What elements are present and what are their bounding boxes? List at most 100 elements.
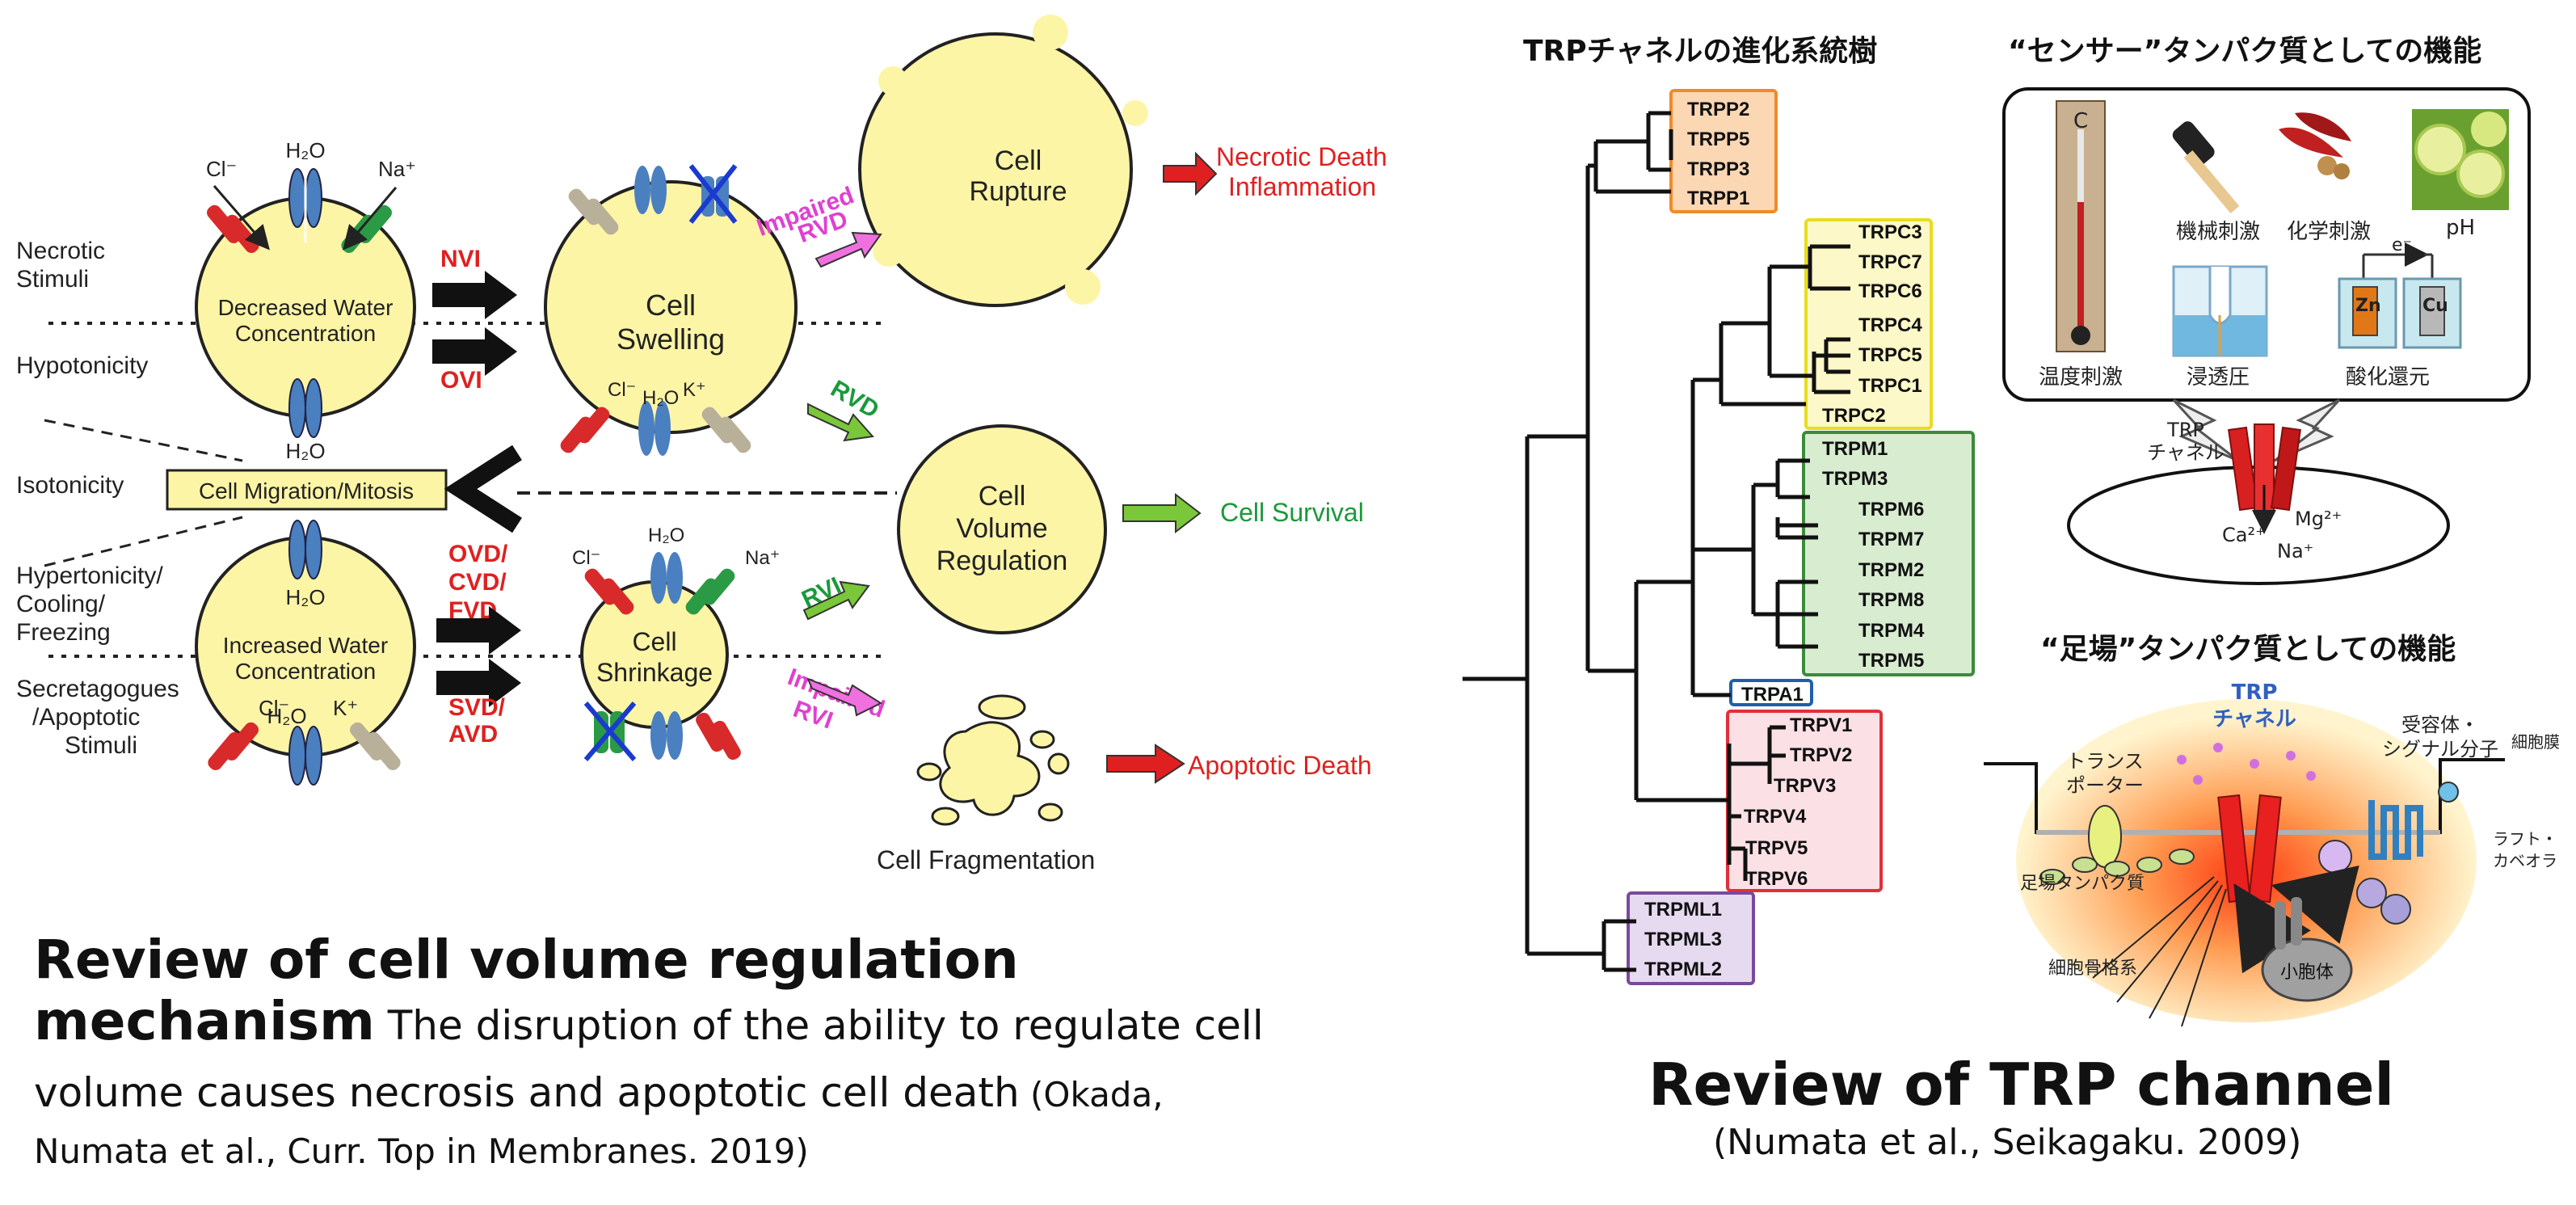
redox-label: 酸化還元 bbox=[2346, 365, 2430, 390]
label-hyper-1: Hypertonicity/ bbox=[16, 562, 163, 589]
label-apoptotic-death: Apoptotic Death bbox=[1188, 751, 1372, 780]
raft-label-2: カベオラ bbox=[2493, 851, 2557, 870]
cell-swelling-label-1: Cell bbox=[646, 289, 696, 322]
leaf-trpc3: TRPC3 bbox=[1858, 221, 1922, 243]
receptor-label-1: 受容体・ bbox=[2401, 714, 2479, 736]
ion-na-shrink: Na⁺ bbox=[745, 547, 780, 569]
cell-increased-label-1: Increased Water bbox=[223, 633, 388, 658]
left-caption-text-4: Numata et al., Curr. Top in Membranes. 2… bbox=[34, 1131, 809, 1171]
cell-volume-regulation bbox=[897, 424, 1107, 634]
osmotic-label: 浸透圧 bbox=[2187, 365, 2250, 390]
redox-cell-icon bbox=[2338, 242, 2462, 349]
sensor-title: “センサー”タンパク質としての機能 bbox=[2008, 35, 2481, 68]
sensor-box bbox=[2002, 87, 2531, 402]
temperature-label: 温度刺激 bbox=[2039, 365, 2123, 390]
leaf-trpv1: TRPV1 bbox=[1790, 714, 1852, 736]
rupture-fragment bbox=[878, 66, 907, 95]
rupture-fragment bbox=[1065, 269, 1101, 305]
ph-label: pH bbox=[2446, 216, 2475, 240]
vesicle-icon bbox=[2261, 897, 2353, 1002]
label-svd-2: AVD bbox=[448, 721, 498, 748]
label-ovd-1: OVD/ bbox=[448, 541, 508, 567]
ion-ca: Ca²⁺ bbox=[2222, 524, 2266, 546]
leaf-trpv3: TRPV3 bbox=[1774, 775, 1836, 797]
right-caption: Review of TRP channel (Numata et al., Se… bbox=[1648, 1051, 2440, 1167]
mechanical-label: 機械刺激 bbox=[2176, 220, 2260, 244]
cytoskeleton-label: 細胞骨格系 bbox=[2048, 959, 2137, 979]
receptor-icon bbox=[2318, 782, 2459, 925]
ion-k-swell: K⁺ bbox=[683, 379, 706, 401]
receptor-label-2: シグナル分子 bbox=[2382, 738, 2498, 760]
cell-shrinkage-label-2: Shrinkage bbox=[596, 658, 713, 687]
label-inflammation: Inflammation bbox=[1228, 172, 1376, 201]
label-isotonicity: Isotonicity bbox=[16, 472, 124, 499]
zn-label: Zn bbox=[2355, 296, 2381, 316]
label-hyper-3: Freezing bbox=[16, 619, 111, 646]
leaf-trpml2: TRPML2 bbox=[1644, 959, 1722, 980]
leaf-trpc4: TRPC4 bbox=[1858, 314, 1922, 336]
family-box-trpc bbox=[1804, 218, 1933, 430]
ion-k-bottom: K⁺ bbox=[333, 696, 358, 720]
leaf-trpm3: TRPM3 bbox=[1822, 468, 1888, 490]
family-box-trpv bbox=[1726, 710, 1883, 892]
arrow-survival bbox=[1122, 492, 1202, 534]
chevron-bidirectional-icon bbox=[444, 445, 522, 533]
transporter-label-2: ポーター bbox=[2066, 774, 2144, 797]
leaf-trpv6: TRPV6 bbox=[1745, 868, 1808, 890]
label-hypotonicity: Hypotonicity bbox=[16, 352, 148, 379]
label-nvi: NVI bbox=[440, 246, 481, 272]
arrow-rvd bbox=[807, 402, 874, 442]
ion-h2o-bottom: H₂O bbox=[267, 704, 306, 728]
left-caption-title: Review of cell volume regulation bbox=[34, 929, 1019, 991]
scaffold-protein-label: 足場タンパク質 bbox=[2020, 874, 2145, 894]
arrow-impaired-rvi bbox=[806, 677, 883, 717]
migration-box bbox=[166, 469, 448, 511]
cell-rupture-label-1: Cell bbox=[995, 145, 1042, 176]
arrow-nvi bbox=[432, 271, 517, 319]
k-channel-bottom-icon bbox=[350, 722, 401, 770]
arrow-ovi bbox=[432, 327, 517, 376]
leaf-trpp5: TRPP5 bbox=[1687, 129, 1749, 150]
ion-h2o-mid: H₂O bbox=[285, 439, 325, 463]
dashed-line-lower bbox=[44, 516, 243, 567]
cell-swelling-label-2: Swelling bbox=[617, 322, 725, 356]
migration-label: Cell Migration/Mitosis bbox=[199, 478, 414, 503]
cytoskeleton-lines bbox=[2092, 876, 2227, 1027]
scaffold-trp-1: TRP bbox=[2232, 680, 2278, 705]
rupture-fragment bbox=[1122, 100, 1148, 126]
cl-channel-bottom-icon bbox=[208, 722, 259, 770]
leaf-trpa1: TRPA1 bbox=[1741, 684, 1804, 706]
ion-h2o-top-1: H₂O bbox=[285, 138, 325, 162]
left-caption-text-3: (Okada, bbox=[1019, 1075, 1164, 1114]
left-caption-text-1: The disruption of the ability to regulat… bbox=[374, 1002, 1264, 1049]
arrow-impaired-rvd bbox=[814, 231, 882, 268]
membrane-label: 細胞膜 bbox=[2511, 732, 2560, 752]
label-necrotic-1: Necrotic bbox=[16, 238, 105, 264]
label-secret-2: /Apoptotic bbox=[32, 704, 140, 731]
cell-rupture bbox=[858, 32, 1133, 307]
label-necrotic-2: Stimuli bbox=[16, 266, 89, 293]
label-ovi: OVI bbox=[440, 367, 482, 394]
channels-shrinkage-bottom-icon bbox=[583, 702, 741, 761]
leaf-trpv5: TRPV5 bbox=[1745, 837, 1808, 859]
left-caption-text-2: volume causes necrosis and apoptotic cel… bbox=[34, 1069, 1020, 1116]
label-svd-1: SVD/ bbox=[448, 694, 506, 721]
leaf-trpm5: TRPM5 bbox=[1858, 650, 1924, 672]
arrow-vesicle bbox=[2233, 883, 2311, 974]
water-channel-low-icon bbox=[288, 520, 322, 579]
left-caption: Review of cell volume regulation mechani… bbox=[34, 929, 1408, 1174]
leaf-trpc1: TRPC1 bbox=[1858, 375, 1922, 397]
cell-regulation-label-1: Cell bbox=[979, 481, 1026, 512]
raft-label-1: ラフト・ bbox=[2493, 829, 2557, 849]
electron-label: e⁻ bbox=[2392, 235, 2412, 255]
channels-shrinkage-top-icon bbox=[584, 552, 735, 615]
tree-title: TRPチャネルの進化系統樹 bbox=[1523, 35, 1877, 68]
water-channel-mid-icon bbox=[288, 378, 322, 438]
scaffold-trp-2: チャネル bbox=[2212, 707, 2296, 731]
arrow-svd bbox=[436, 659, 521, 707]
chili-icon bbox=[2279, 112, 2351, 179]
label-secret-1: Secretagogues bbox=[16, 676, 179, 702]
dashed-line-upper bbox=[44, 419, 243, 462]
cell-increased-label-2: Concentration bbox=[235, 659, 376, 684]
